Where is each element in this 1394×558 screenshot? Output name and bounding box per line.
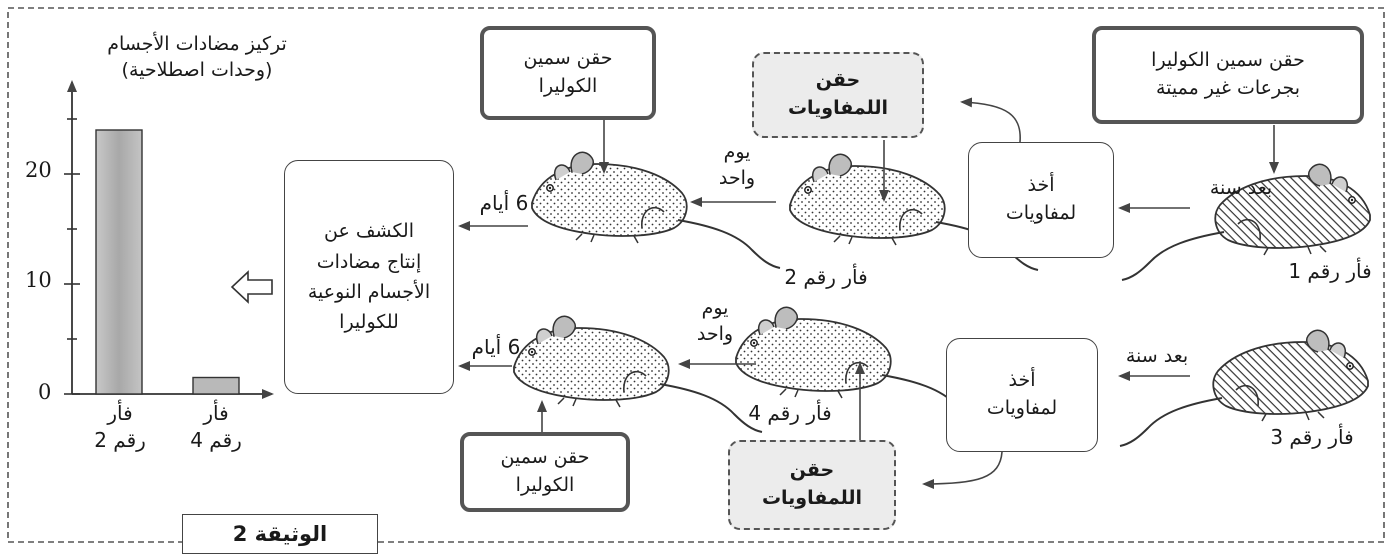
inject-lymph-top-line1: حقن <box>815 69 861 92</box>
y-tick-0: 0 <box>38 380 52 404</box>
mouse2-label: فأر رقم 2 <box>784 265 868 289</box>
x-label-mouse4-line1: فأر <box>203 401 229 425</box>
one-day-top-line2: واحد <box>718 166 756 189</box>
y-tick-10: 10 <box>25 268 52 292</box>
after-year-top-label: بعد سنة <box>1209 177 1273 199</box>
inject-serum-bottom-line2: الكوليرا <box>515 474 575 496</box>
result-arrow <box>230 270 273 304</box>
detection-line3: الأجسام النوعية <box>307 281 431 303</box>
inject-lymph-bottom-line1: حقن <box>789 459 835 482</box>
arrow-take-to-inject-bottom <box>922 451 1003 489</box>
inject-serum-nonlethal-line2: بجرعات غير مميتة <box>1155 77 1301 99</box>
x-label-mouse4-line2: رقم 4 <box>190 428 242 452</box>
take-lymph-top-line2: لمفاويات <box>1005 202 1077 224</box>
inject-lymph-top-line2: اللمفاويات <box>787 97 889 119</box>
after-year-bottom-label: بعد سنة <box>1125 345 1189 367</box>
inject-lymph-top-box: حقن اللمفاويات <box>752 52 924 138</box>
bar-mouse4 <box>192 376 240 395</box>
x-label-mouse2-line2: رقم 2 <box>94 428 146 452</box>
six-days-bottom-label: 6 أيام <box>471 335 521 359</box>
document-label: الوثيقة 2 <box>182 514 378 554</box>
one-day-top-line1: يوم <box>723 141 751 163</box>
detection-line4: للكوليرا <box>339 311 399 334</box>
take-lymph-top-box: أخذ لمفاويات <box>968 142 1114 258</box>
inject-serum-nonlethal-line1: حقن سمين الكوليرا <box>1151 49 1305 72</box>
take-lymph-bottom-line1: أخذ <box>1008 369 1036 392</box>
take-lymph-bottom-box: أخذ لمفاويات <box>946 338 1098 452</box>
one-day-bottom-line2: واحد <box>696 322 734 345</box>
mouse1-label: فأر رقم 1 <box>1288 259 1372 283</box>
x-label-mouse2: فأر رقم 2 <box>80 400 160 454</box>
take-lymph-top-line1: أخذ <box>1027 174 1055 197</box>
inject-serum-top-box: حقن سمين الكوليرا <box>480 26 656 120</box>
arrow-take-to-inject-top <box>960 97 1021 143</box>
detection-line2: إنتاج مضادات <box>316 250 422 273</box>
one-day-top-label: يوم واحد <box>702 140 772 191</box>
detection-box: الكشف عن إنتاج مضادات الأجسام النوعية لل… <box>284 160 454 394</box>
inject-serum-nonlethal-box: حقن سمين الكوليرا بجرعات غير مميتة <box>1092 26 1364 124</box>
six-days-top-label: 6 أيام <box>479 191 529 215</box>
inject-serum-top-line1: حقن سمين <box>523 47 613 70</box>
x-label-mouse4: فأر رقم 4 <box>176 400 256 454</box>
chart-title-line2: (وحدات اصطلاحية) <box>121 58 273 81</box>
antibody-chart <box>64 80 274 399</box>
inject-lymph-bottom-line2: اللمفاويات <box>761 487 863 509</box>
take-lymph-bottom-line2: لمفاويات <box>986 397 1058 419</box>
chart-title: تركيز مضادات الأجسام (وحدات اصطلاحية) <box>52 32 342 83</box>
y-tick-20: 20 <box>25 158 52 182</box>
detection-line1: الكشف عن <box>323 220 415 243</box>
x-label-mouse2-line1: فأر <box>107 401 133 425</box>
one-day-bottom-line1: يوم <box>701 297 729 319</box>
inject-serum-top-line2: الكوليرا <box>538 75 598 97</box>
inject-serum-bottom-line1: حقن سمين <box>500 446 590 469</box>
bar-mouse2 <box>95 129 143 395</box>
mouse4-label: فأر رقم 4 <box>748 401 832 425</box>
mouse3-label: فأر رقم 3 <box>1270 425 1354 449</box>
inject-lymph-bottom-box: حقن اللمفاويات <box>728 440 896 530</box>
one-day-bottom-label: يوم واحد <box>680 296 750 347</box>
inject-serum-bottom-box: حقن سمين الكوليرا <box>460 432 630 512</box>
chart-title-line1: تركيز مضادات الأجسام <box>107 33 287 55</box>
